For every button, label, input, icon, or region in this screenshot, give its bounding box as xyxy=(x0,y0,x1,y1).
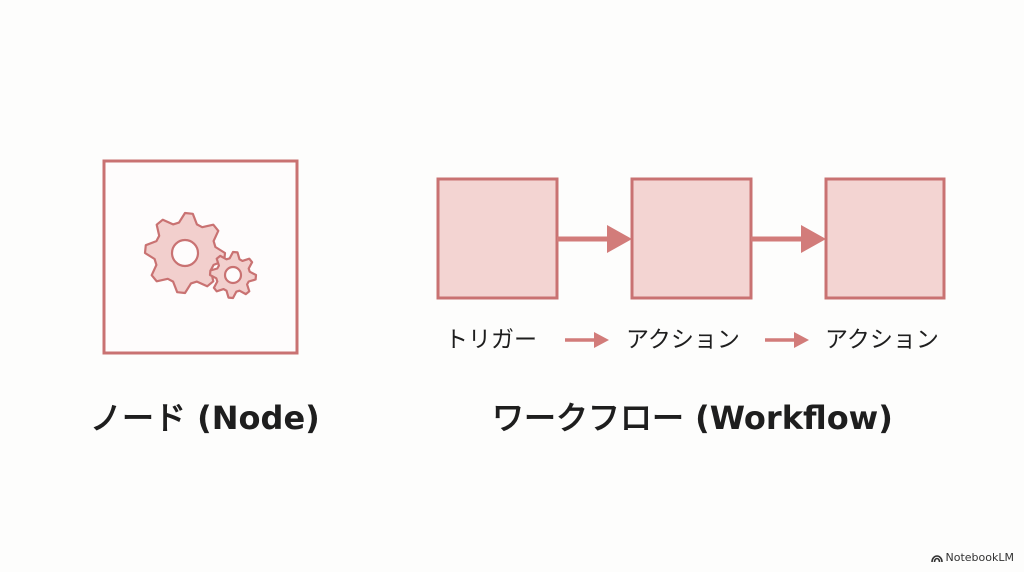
workflow-box-trigger xyxy=(436,177,559,300)
workflow-title: ワークフロー (Workflow) xyxy=(492,399,893,437)
gears-icon xyxy=(143,211,258,300)
small-gear-icon xyxy=(208,250,258,300)
notebooklm-logo-icon xyxy=(930,555,943,562)
step-label-trigger: トリガー xyxy=(445,327,537,353)
arrow-icon xyxy=(751,225,826,253)
arrow-icon xyxy=(557,225,632,253)
workflow-box-action-1 xyxy=(630,177,753,300)
large-gear-icon xyxy=(143,211,227,295)
watermark: NotebookLM xyxy=(930,551,1014,564)
step-label-action: アクション xyxy=(626,327,740,353)
arrow-icon xyxy=(765,332,809,348)
arrow-icon xyxy=(565,332,609,348)
step-label-action: アクション xyxy=(825,327,939,353)
node-title: ノード (Node) xyxy=(90,399,320,437)
workflow-box-action-2 xyxy=(824,177,946,300)
watermark-text: NotebookLM xyxy=(945,551,1014,564)
